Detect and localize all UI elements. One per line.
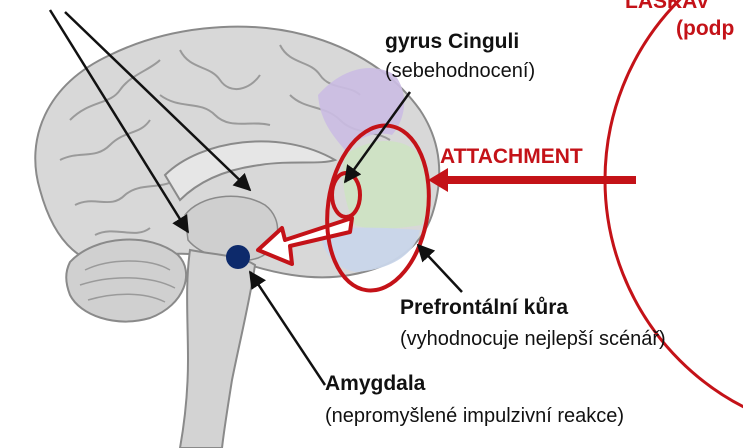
brainstem bbox=[180, 250, 255, 448]
amygdala-pointer bbox=[250, 272, 325, 385]
cingulate-description: (sebehodnocení) bbox=[385, 60, 535, 83]
cingulate-title: gyrus Cinguli bbox=[385, 30, 519, 54]
amygdala-title: Amygdala bbox=[325, 372, 425, 396]
amygdala-description: (nepromyšlené impulzivní reakce) bbox=[325, 405, 624, 428]
attachment-label: ATTACHMENT bbox=[440, 145, 583, 169]
prefrontal-pointer bbox=[418, 245, 462, 292]
kindness-subtitle: (podp bbox=[676, 17, 734, 41]
kindness-title: LASKAV bbox=[625, 0, 710, 14]
amygdala-dot bbox=[226, 245, 250, 269]
prefrontal-region bbox=[343, 141, 429, 229]
cerebellum bbox=[66, 240, 186, 322]
prefrontal-title: Prefrontální kůra bbox=[400, 296, 568, 320]
prefrontal-description: (vyhodnocuje nejlepší scénář) bbox=[400, 328, 666, 351]
kindness-circle bbox=[605, 0, 743, 435]
